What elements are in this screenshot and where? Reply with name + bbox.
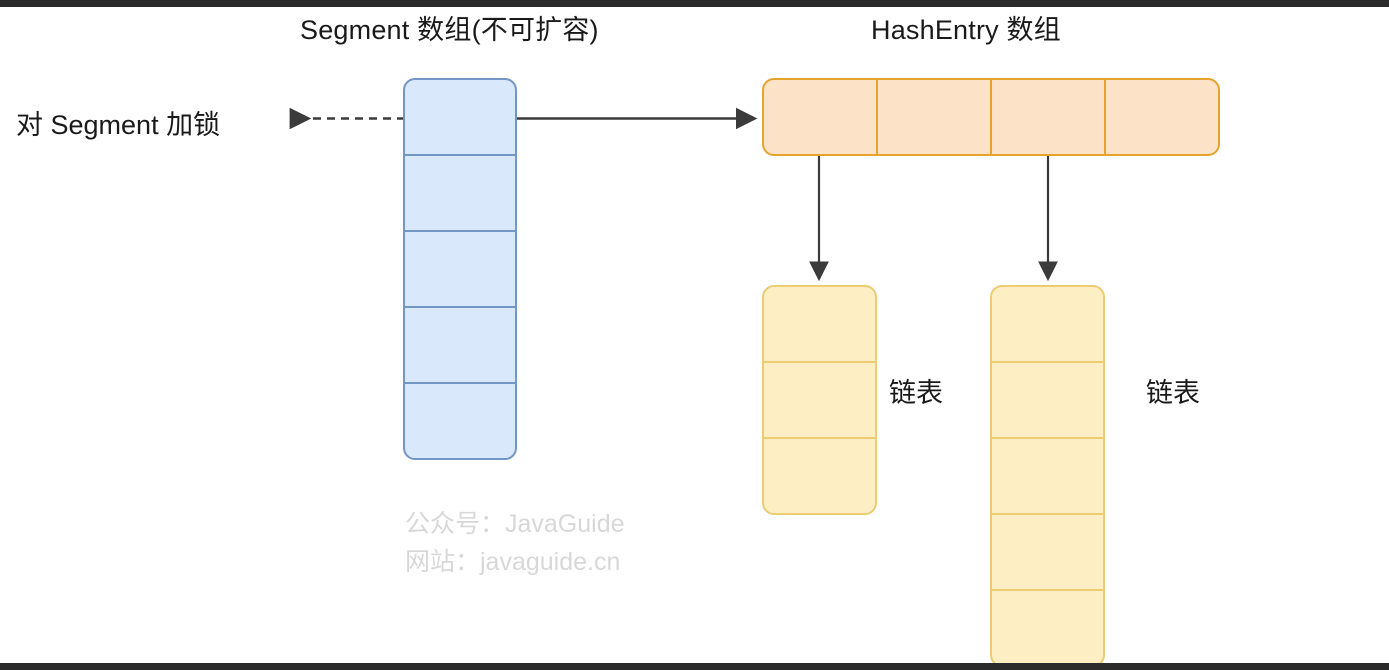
linked-list-2-label: 链表 [1146,378,1200,408]
segment-array[interactable] [403,78,517,460]
linked-list-1[interactable] [762,285,877,515]
segment-cell[interactable] [405,154,515,230]
hashentry-array-title: HashEntry 数组 [871,15,1061,45]
hashentry-array[interactable] [762,78,1220,156]
linked-list-node[interactable] [764,287,875,361]
linked-list-node[interactable] [992,513,1103,589]
linked-list-node[interactable] [992,437,1103,513]
top-edge-bar [0,0,1389,7]
segment-cell[interactable] [405,306,515,382]
hashentry-cell[interactable] [876,80,990,154]
segment-to-hashentry-arrow [517,107,758,130]
hashentry-to-list-1-arrow [809,156,829,282]
segment-lock-label: 对 Segment 加锁 [16,110,221,140]
watermark-line-1: 公众号：JavaGuide [405,510,625,538]
linked-list-node[interactable] [992,589,1103,665]
hashentry-cell[interactable] [764,80,876,154]
bottom-edge-bar [0,663,1389,670]
segment-cell[interactable] [405,80,515,154]
hashentry-cell[interactable] [990,80,1104,154]
linked-list-1-label: 链表 [889,378,943,408]
segment-cell[interactable] [405,230,515,306]
segment-array-title: Segment 数组(不可扩容) [300,15,599,45]
linked-list-2[interactable] [990,285,1105,667]
linked-list-node[interactable] [992,361,1103,437]
watermark: 公众号：JavaGuide 网站：javaguide.cn [405,505,625,581]
linked-list-node[interactable] [764,361,875,437]
linked-list-node[interactable] [764,437,875,513]
linked-list-node[interactable] [992,287,1103,361]
watermark-line-2: 网站：javaguide.cn [405,548,621,576]
hashentry-cell[interactable] [1104,80,1218,154]
lock-arrow [289,107,405,130]
segment-cell[interactable] [405,382,515,458]
hashentry-to-list-2-arrow [1038,156,1058,282]
